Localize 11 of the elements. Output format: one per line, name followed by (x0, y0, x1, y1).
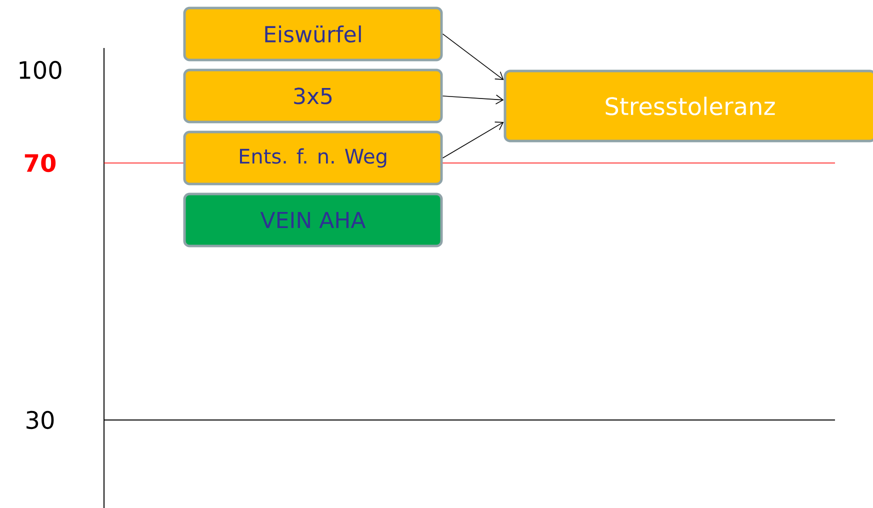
process-box: Ents. f. n. Weg (183, 130, 443, 186)
process-box: VEIN AHA (183, 192, 443, 248)
process-box: Eiswürfel (183, 6, 443, 62)
axis-value: 70 (24, 154, 56, 172)
axis-value: 100 (20, 60, 62, 80)
axis-value: 30 (26, 410, 54, 430)
process-box: 3x5 (183, 68, 443, 124)
arrow (442, 34, 504, 80)
arrow (442, 122, 504, 158)
result-box: Stresstoleranz (504, 70, 873, 142)
arrow (442, 94, 504, 104)
